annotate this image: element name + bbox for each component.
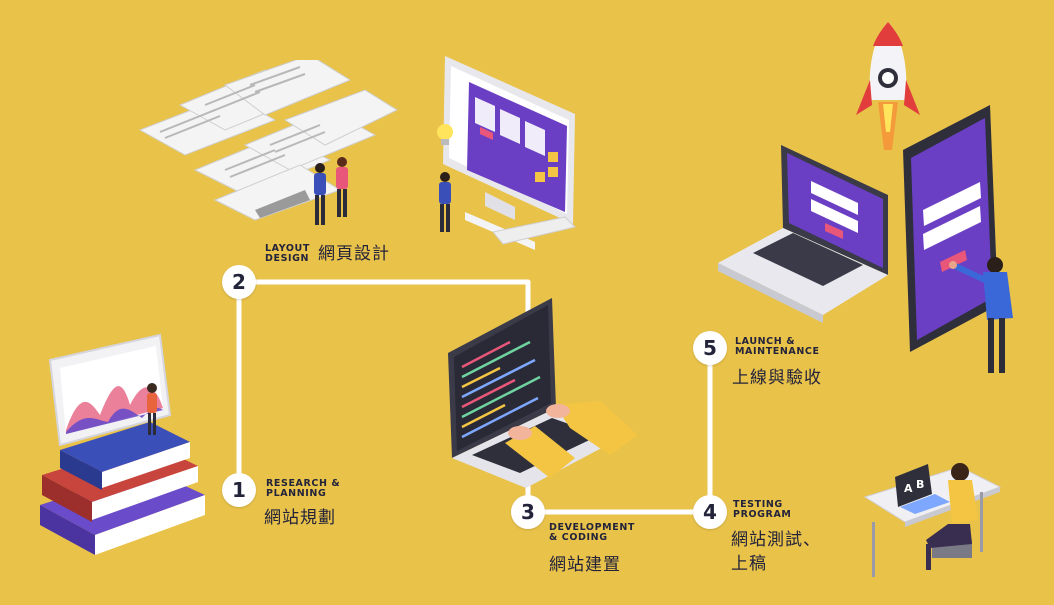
testing-desk-illustration: A B (863, 463, 1002, 577)
research-books-illustration (40, 333, 205, 555)
step-5-title-en: LAUNCH & MAINTENANCE (735, 336, 820, 357)
key-letter-a: A (904, 482, 913, 495)
step-3-title-en: DEVELOPMENT & CODING (549, 522, 635, 543)
step-5-node: 5 (693, 331, 727, 365)
step-1-title-zh: 網站規劃 (264, 508, 336, 528)
step-5-title-zh: 上線與驗收 (732, 368, 822, 388)
rocket-illustration (856, 22, 920, 150)
step-3-title-zh: 網站建置 (549, 555, 621, 575)
design-monitor-illustration (437, 56, 576, 250)
coding-laptop-illustration (448, 298, 638, 488)
launch-phone-illustration (903, 105, 1013, 373)
launch-laptop-illustration (718, 145, 888, 323)
step-4-node: 4 (693, 495, 727, 529)
step-2-title-en: LAYOUT DESIGN (265, 243, 310, 264)
step-4-title-en: TESTING PROGRAM (733, 499, 792, 520)
layout-wireframes-illustration (138, 60, 399, 225)
step-3-node: 3 (511, 495, 545, 529)
step-2-node: 2 (222, 265, 256, 299)
step-1-title-en: RESEARCH & PLANNING (266, 478, 341, 499)
step-2-title-zh: 網頁設計 (318, 244, 390, 264)
step-4-title-zh: 網站測試、 上稿 (731, 530, 821, 574)
step-1-node: 1 (222, 473, 256, 507)
key-letter-b: B (916, 478, 924, 491)
